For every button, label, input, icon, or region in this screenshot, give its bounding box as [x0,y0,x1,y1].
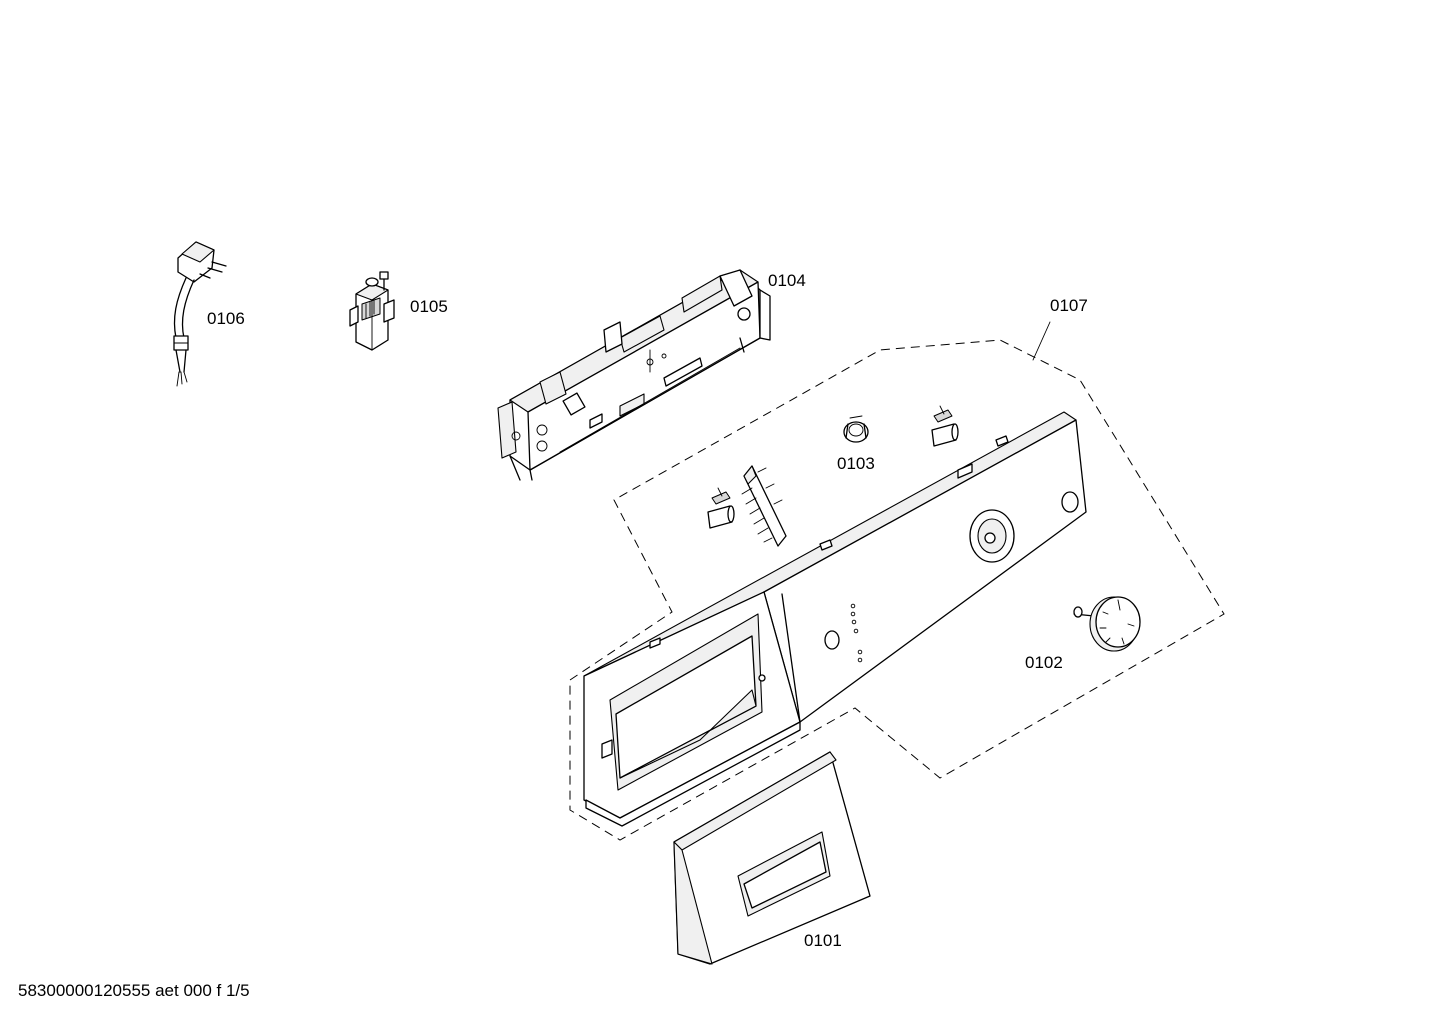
label-0101: 0101 [804,931,842,950]
dispenser-handle-icon [673,751,871,965]
document-code: 58300000120555 aet 000 f 1/5 [18,981,250,1000]
interference-filter-icon [349,271,395,351]
label-0102: 0102 [1025,653,1063,672]
label-0107: 0107 [1050,296,1088,315]
label-0103: 0103 [837,454,875,473]
led-contact-strip-icon [741,465,787,547]
control-panel-fascia [583,411,1087,827]
label-0104: 0104 [768,271,806,290]
assembly-boundary [569,339,1225,841]
light-guide-icon [707,405,959,529]
label-0105: 0105 [410,297,448,316]
label-0106: 0106 [207,309,245,328]
selector-knob-icon [1073,596,1141,652]
lamp-holder-icon [843,415,869,443]
electronic-module-icon [497,269,771,481]
power-cord-plug-icon [173,241,227,387]
